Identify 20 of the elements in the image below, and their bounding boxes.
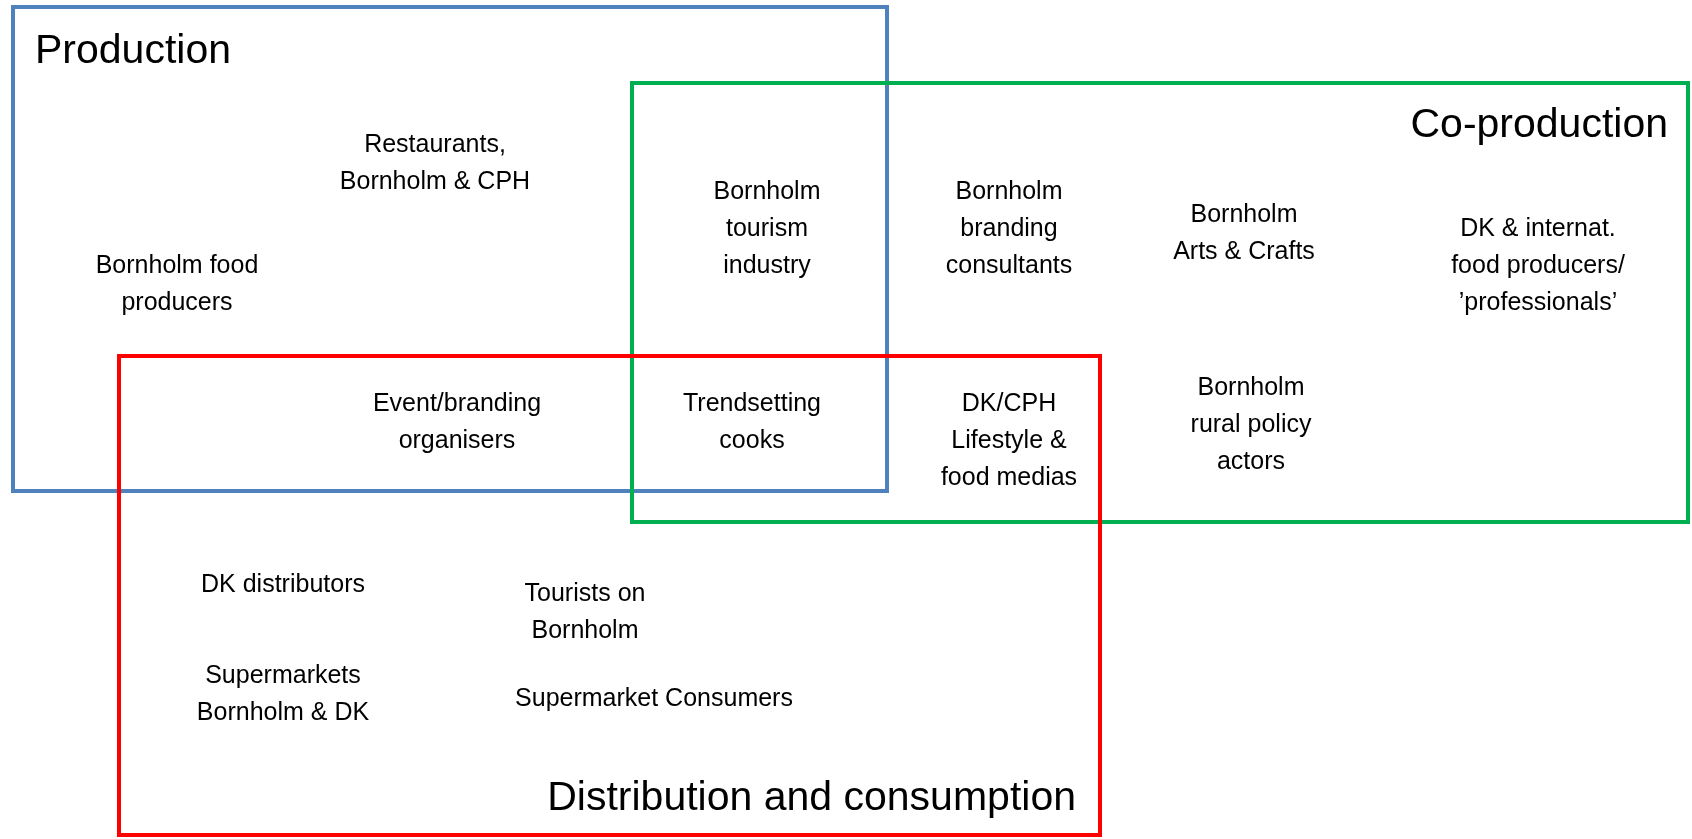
group-heading: Co-production [1410,101,1668,147]
actor-label: Bornholm rural policy actors [1189,370,1313,476]
actor-label: Tourists on Bornholm [523,577,647,645]
actor-label: Trendsetting cooks [681,387,822,455]
production-box [11,5,889,493]
distribution-box [117,354,1102,837]
actor-label: Bornholm branding consultants [944,174,1074,280]
actor-label: Event/branding organisers [371,387,543,455]
group-heading: Production [35,27,231,73]
actor-label: Bornholm tourism industry [712,174,822,280]
actor-label: Supermarkets Bornholm & DK [195,659,371,727]
actor-label: Supermarket Consumers [515,681,793,713]
actor-label: DK/CPH Lifestyle & food medias [939,386,1079,492]
group-heading: Distribution and consumption [547,773,1076,819]
actor-label: DK & internat. food producers/ ’professionals’ [1450,211,1626,317]
actor-label: Bornholm Arts & Crafts [1172,198,1316,266]
co-production-box [630,81,1690,524]
actor-label: Bornholm food producers [94,249,260,317]
actor-label: Restaurants, Bornholm & CPH [338,128,532,196]
actor-label: DK distributors [201,567,365,599]
